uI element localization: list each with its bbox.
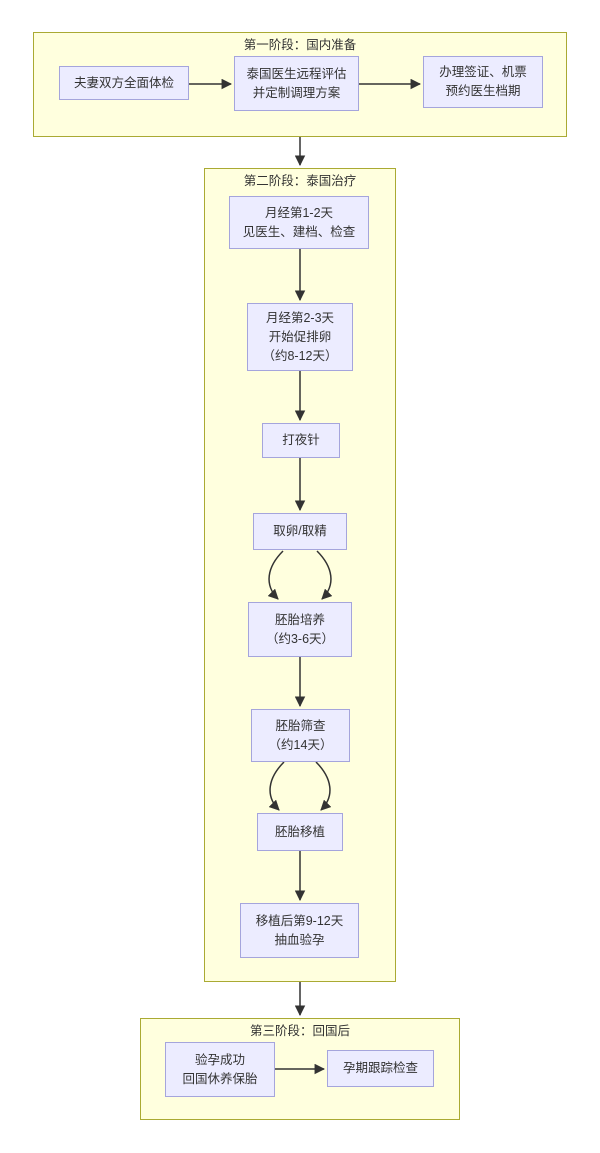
node-remote-eval-label: 泰国医生远程评估 并定制调理方案 bbox=[246, 66, 347, 100]
node-trigger-shot-label: 打夜针 bbox=[282, 433, 320, 447]
node-pregnancy-tracking-label: 孕期跟踪检查 bbox=[342, 1061, 418, 1075]
node-success-rest-label: 验孕成功 回国休养保胎 bbox=[182, 1052, 258, 1086]
cluster-stage3-title: 第三阶段：回国后 bbox=[249, 1024, 350, 1038]
node-embryo-culture-label: 胚胎培养 （约3-6天） bbox=[265, 612, 335, 646]
node-blood-pregnancy-test: 移植后第9-12天 抽血验孕 bbox=[240, 903, 359, 958]
node-period-day1-2: 月经第1-2天 见医生、建档、检查 bbox=[229, 196, 369, 249]
edge-retrieval-to-culture-right bbox=[316, 550, 333, 600]
node-egg-sperm-retrieval-label: 取卵/取精 bbox=[273, 524, 327, 538]
node-remote-eval: 泰国医生远程评估 并定制调理方案 bbox=[234, 56, 359, 111]
node-visa-tickets: 办理签证、机票 预约医生档期 bbox=[423, 56, 543, 108]
cluster-stage1-title: 第一阶段：国内准备 bbox=[243, 38, 357, 52]
node-blood-pregnancy-test-label: 移植后第9-12天 抽血验孕 bbox=[255, 913, 344, 947]
node-pregnancy-tracking: 孕期跟踪检查 bbox=[327, 1050, 434, 1087]
node-success-rest: 验孕成功 回国休养保胎 bbox=[165, 1042, 275, 1097]
node-embryo-transfer-label: 胚胎移植 bbox=[274, 824, 325, 839]
node-period-day2-3-stimulation: 月经第2-3天 开始促排卵 （约8-12天） bbox=[247, 303, 353, 371]
node-embryo-culture: 胚胎培养 （约3-6天） bbox=[248, 602, 352, 657]
cluster-stage2-title: 第二阶段：泰国治疗 bbox=[243, 174, 357, 188]
edge-retrieval-to-culture-left bbox=[267, 550, 284, 600]
node-visa-tickets-label: 办理签证、机票 预约医生档期 bbox=[439, 65, 527, 98]
node-embryo-screening: 胚胎筛查 （约14天） bbox=[251, 709, 350, 762]
node-period-day2-3-stimulation-label: 月经第2-3天 开始促排卵 （约8-12天） bbox=[262, 310, 338, 363]
node-embryo-screening-label: 胚胎筛查 （约14天） bbox=[268, 718, 333, 752]
edge-screen-to-transfer-left bbox=[268, 761, 285, 811]
node-couple-checkup: 夫妻双方全面体检 bbox=[59, 66, 189, 100]
node-trigger-shot: 打夜针 bbox=[262, 423, 340, 458]
edge-screen-to-transfer-right bbox=[315, 761, 332, 811]
node-embryo-transfer: 胚胎移植 bbox=[257, 813, 343, 851]
node-period-day1-2-label: 月经第1-2天 见医生、建档、检查 bbox=[242, 205, 356, 239]
node-egg-sperm-retrieval: 取卵/取精 bbox=[253, 513, 347, 550]
node-couple-checkup-label: 夫妻双方全面体检 bbox=[73, 75, 174, 90]
